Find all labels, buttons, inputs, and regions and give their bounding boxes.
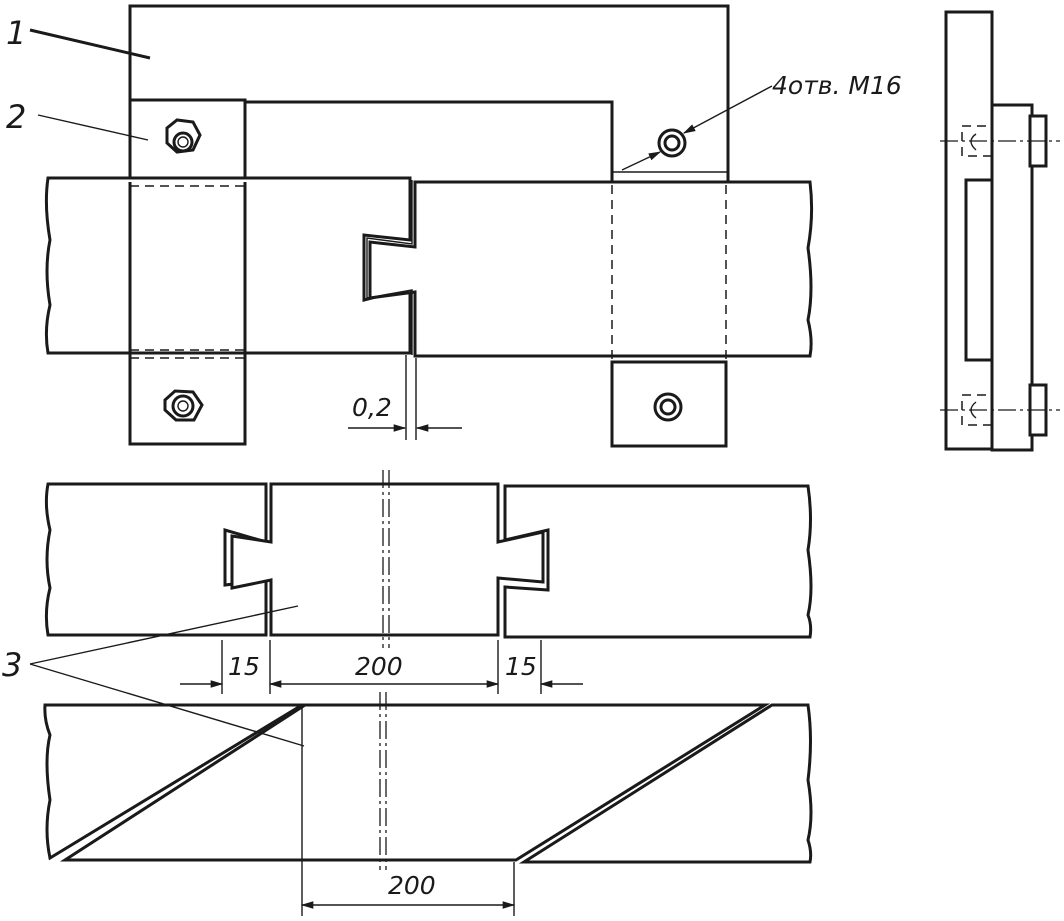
dim-gap-label: 0,2 [352,393,392,422]
dim-center-span-label: 200 [355,652,403,681]
leader-part-3a [29,605,299,665]
diagonal-beam-left [43,703,308,861]
workpiece-left [44,176,412,355]
dovetail-beam-right [503,484,813,639]
hex-nut-bottom-left [163,389,204,422]
dovetail-beam-left [44,482,268,637]
bolt-hole-bottom-right [653,392,683,422]
leader-part-1 [29,28,151,60]
dovetail-insert [230,482,545,637]
gap-dimension [348,355,462,440]
leader-holes [682,85,773,134]
workpiece-right [368,180,814,358]
callout-part-1: 1 [6,14,26,52]
middle-dimensions [180,640,583,694]
dim-bottom-span-label: 200 [388,871,436,900]
leader-part-3b [29,663,305,747]
clamp-assembly-top-view [44,4,814,448]
callout-holes: 4отв. М16 [772,71,902,100]
callout-part-2: 2 [6,98,26,136]
callout-part-3: 3 [2,646,22,684]
side-view [940,10,1060,452]
diagonal-beam-right [518,703,813,864]
bottom-dimensions [300,705,516,916]
dim-tenon-right-label: 15 [505,652,537,681]
bolt-hole-top-right [657,128,687,158]
dim-tenon-left-label: 15 [228,652,260,681]
diagonal-joint-detail [43,692,813,870]
diagonal-insert [59,703,771,862]
leader-part-2 [37,114,149,141]
hex-nut-top-left [165,118,202,154]
dovetail-detail [44,470,813,648]
